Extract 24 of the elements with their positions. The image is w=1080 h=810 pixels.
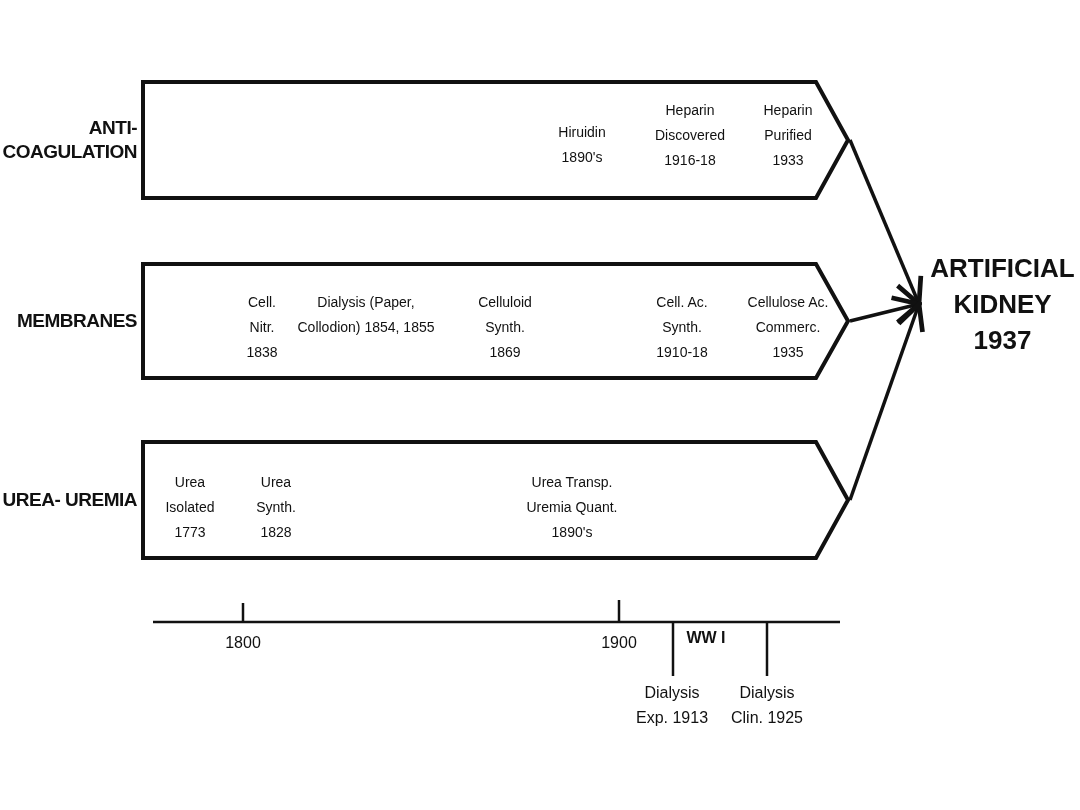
event-text: Urea Synth. 1828 (255, 473, 297, 542)
period-label: WW I (685, 628, 727, 648)
event-text: Urea Transp. Uremia Quant. 1890's (525, 473, 619, 542)
tick-label: 1800 (224, 633, 262, 653)
event-text: Dialysis Exp. 1913 (634, 683, 710, 728)
event-text: Hiruidin 1890's (557, 123, 607, 167)
event-text: Cell. Nitr. 1838 (245, 293, 279, 362)
timeline-band (0, 440, 850, 560)
outcome-label: ARTIFICIAL KIDNEY 1937 (925, 250, 1080, 358)
arrow (849, 295, 922, 325)
event-text: Cell. Ac. Synth. 1910-18 (655, 293, 709, 362)
event-text: Dialysis Clin. 1925 (729, 683, 804, 728)
event-text: Cellulose Ac. Commerc. 1935 (746, 293, 830, 362)
event-text: Dialysis (Paper, Collodion) 1854, 1855 (296, 293, 436, 337)
row-heading: ANTI- COAGULATION (1, 116, 137, 164)
row-heading: UREA- UREMIA (1, 488, 137, 512)
event-text: Heparin Discovered 1916-18 (654, 101, 726, 170)
row-heading: MEMBRANES (15, 309, 137, 333)
event-text: Heparin Purified 1933 (762, 101, 814, 170)
tick-label: 1900 (600, 633, 638, 653)
event-text: Urea Isolated 1773 (164, 473, 216, 542)
event-text: Celluloid Synth. 1869 (477, 293, 533, 362)
arrow (848, 301, 925, 501)
timeline-band (0, 80, 850, 200)
